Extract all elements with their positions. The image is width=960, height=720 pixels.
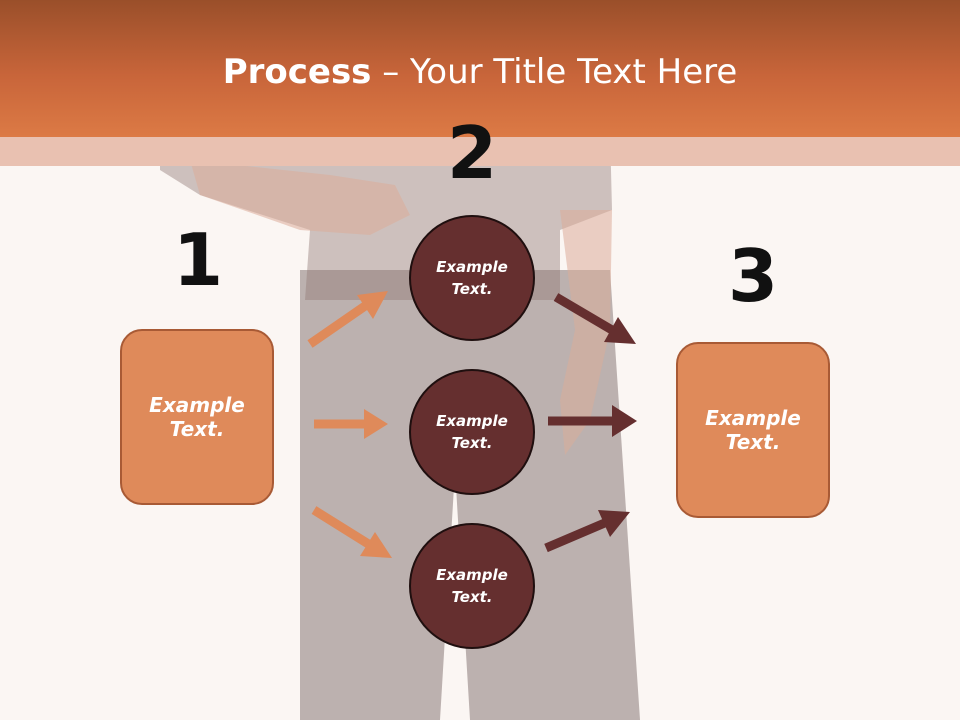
header-bar <box>0 0 960 137</box>
arrow-right-mid <box>548 405 637 437</box>
title-rest: – Your Title Text Here <box>371 52 738 92</box>
circle-bottom-text: Example Text. <box>436 565 508 607</box>
circle-top: Example Text. <box>409 215 535 341</box>
arrow-right-down <box>553 293 636 344</box>
step-1-text: Example Text. <box>149 393 245 441</box>
step-1-box: Example Text. <box>120 329 274 505</box>
step-number-3: 3 <box>727 234 779 318</box>
circle-top-text: Example Text. <box>436 257 508 299</box>
arrow-left-mid <box>314 409 388 439</box>
step-3-box: Example Text. <box>676 342 830 518</box>
arrow-left-down <box>311 506 392 558</box>
header-band <box>0 137 960 166</box>
step-3-text: Example Text. <box>705 406 801 454</box>
arrow-right-up <box>544 510 630 553</box>
circle-middle-text: Example Text. <box>436 411 508 453</box>
title-bold: Process <box>222 52 372 92</box>
circle-middle: Example Text. <box>409 369 535 495</box>
step-number-1: 1 <box>172 218 224 302</box>
step-number-2: 2 <box>446 111 498 195</box>
slide-title: Process – Your Title Text Here <box>0 52 960 92</box>
arrow-left-up <box>307 291 388 348</box>
circle-bottom: Example Text. <box>409 523 535 649</box>
